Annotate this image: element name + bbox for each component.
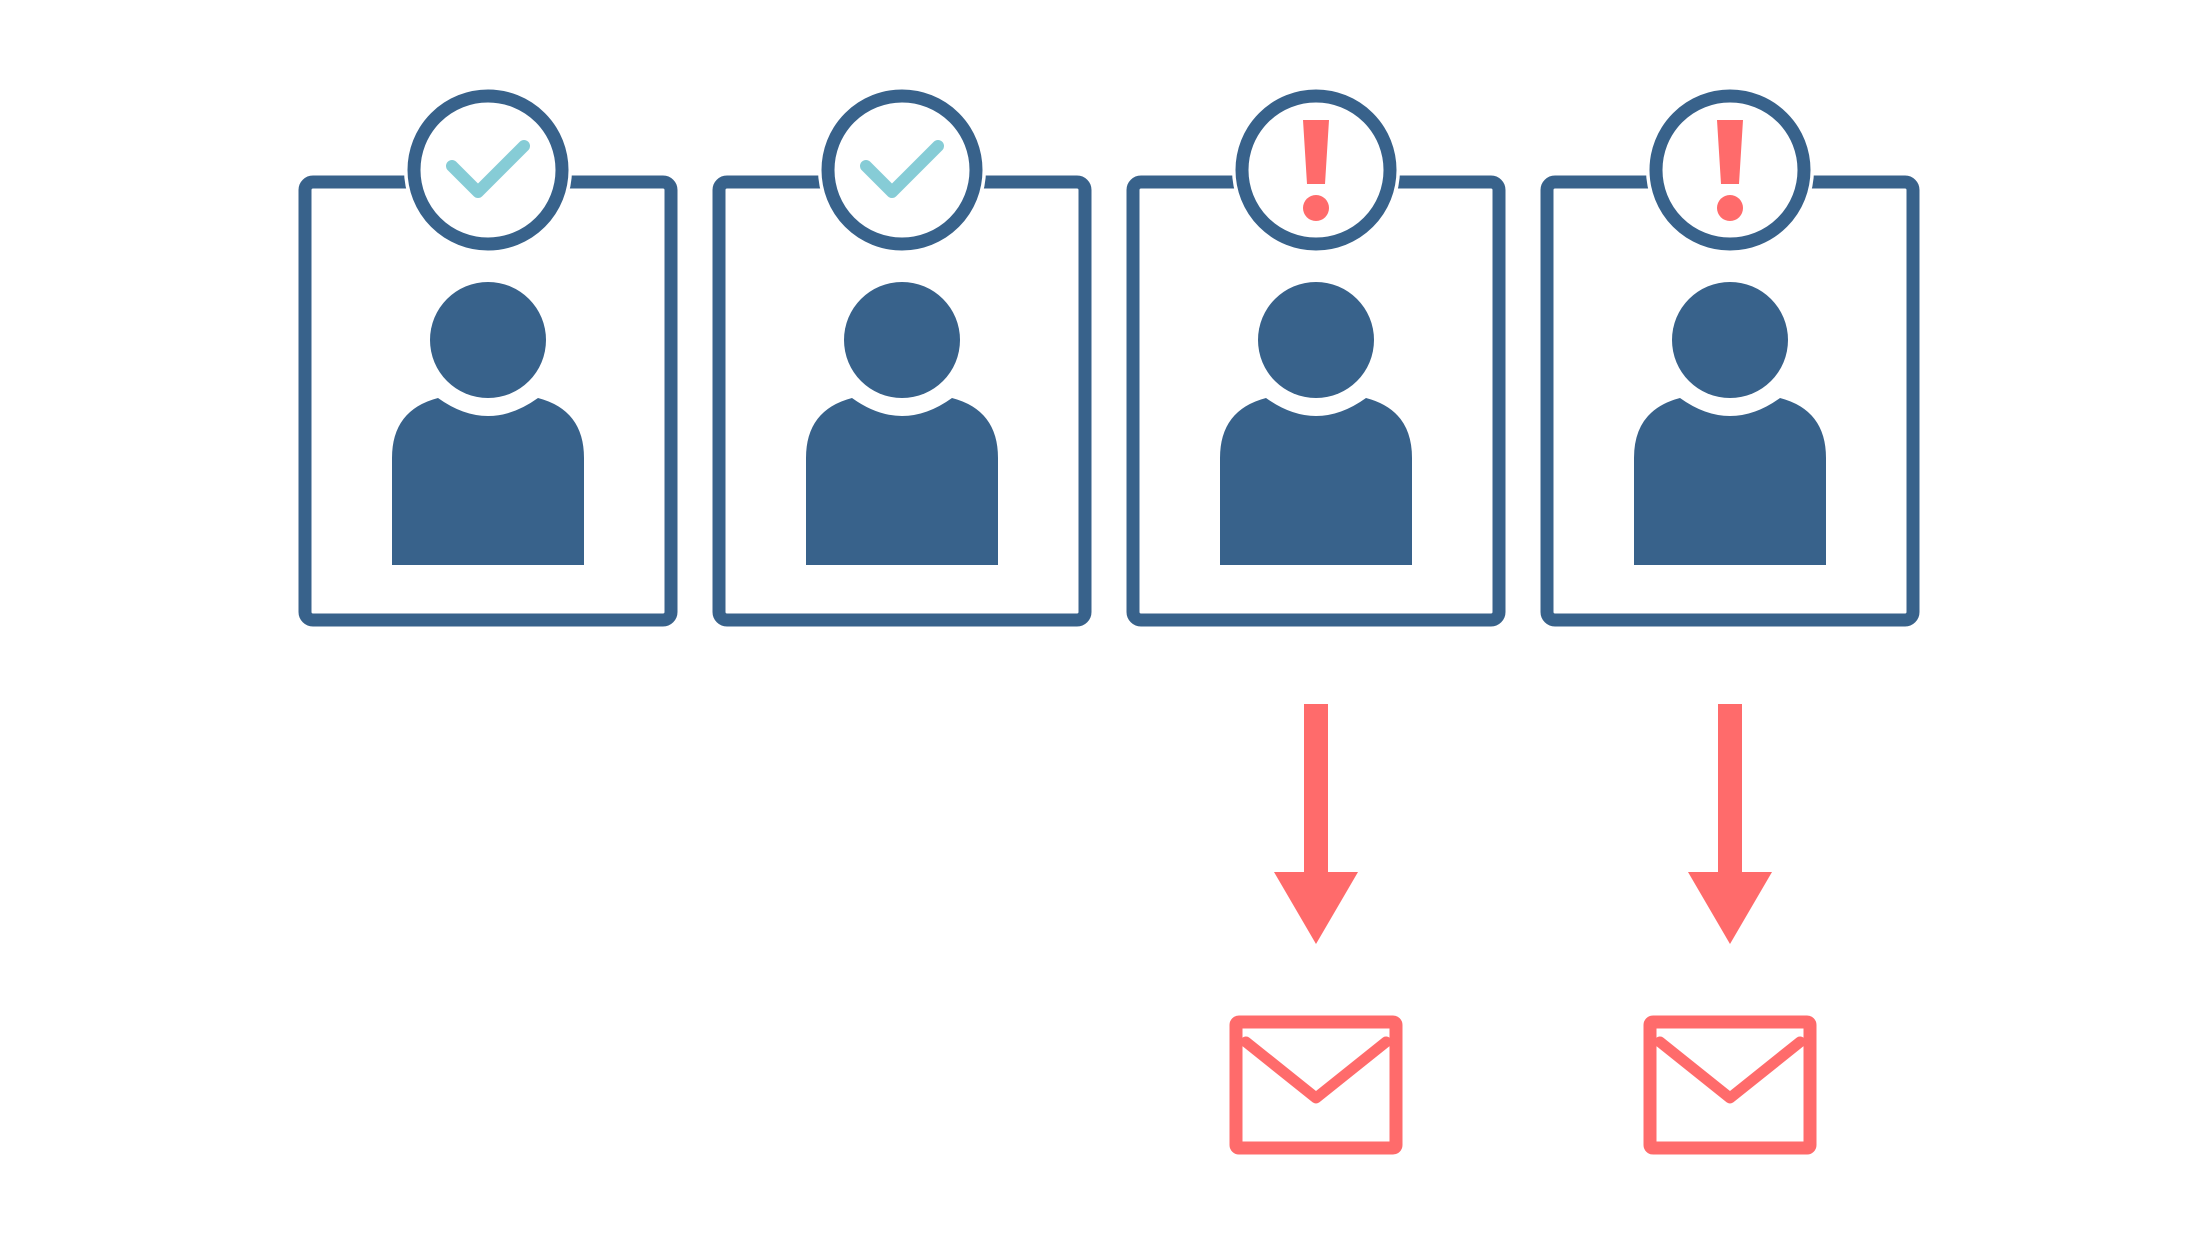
profile-card [1540,86,1920,627]
person-icon [806,282,998,565]
envelope-icon [1643,1015,1817,1155]
envelope-frame [1643,1015,1817,1155]
exclamation-icon [1303,120,1329,221]
person-head [430,282,546,398]
badge-circle [821,89,983,251]
arrow-shaft [1718,704,1742,874]
envelope-flap [1654,1036,1806,1104]
profile-card [298,86,678,627]
envelope-flap [1240,1036,1392,1104]
person-body [392,398,584,565]
person-icon [1634,282,1826,565]
arrow-head [1274,872,1358,944]
arrow-down-icon [1688,704,1772,944]
envelope-frame [1229,1015,1403,1155]
arrow-head [1688,872,1772,944]
profile-card [712,86,1092,627]
profile-card [1126,86,1506,627]
arrow-shaft [1304,704,1328,874]
person-head [1258,282,1374,398]
person-body [806,398,998,565]
person-body [1634,398,1826,565]
exclamation-dot [1303,195,1329,221]
exclamation-icon [1717,120,1743,221]
person-body [1220,398,1412,565]
check-icon [860,140,944,198]
person-icon [1220,282,1412,565]
envelope-icon [1229,1015,1403,1155]
person-icon [392,282,584,565]
arrow-down-icon [1274,704,1358,944]
badge-circle [407,89,569,251]
person-head [1672,282,1788,398]
person-head [844,282,960,398]
exclamation-bar [1717,120,1743,184]
exclamation-bar [1303,120,1329,184]
check-icon [446,140,530,198]
exclamation-dot [1717,195,1743,221]
